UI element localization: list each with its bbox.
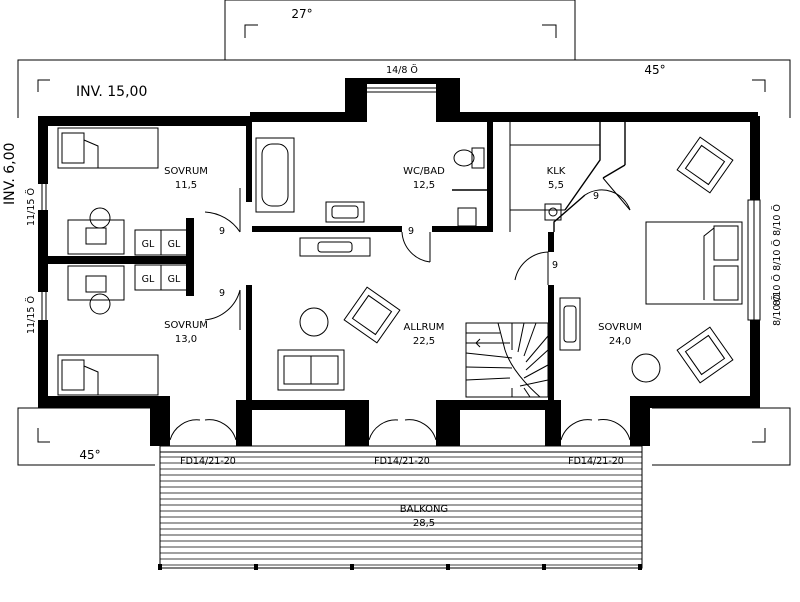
staircase	[465, 322, 549, 398]
window-right-3: 8/10 Ö	[772, 274, 783, 306]
roof-angle-left: 45°	[79, 448, 100, 462]
room-sovrum-top-name: SOVRUM	[164, 166, 208, 177]
door-width-2: 9	[219, 288, 225, 299]
window-right-2: 8/10 Ö	[772, 239, 783, 271]
inv-top: INV. 15,00	[76, 84, 147, 100]
armchair-sovrum-right-top	[676, 136, 734, 194]
door-width-4: 9	[552, 260, 558, 271]
window-top-label: 14/8 Ö	[386, 65, 418, 76]
bed-bottom	[57, 354, 159, 396]
interior-lines	[41, 87, 761, 321]
door-label-1: FD14/21-20	[180, 456, 236, 467]
sink-hall	[299, 237, 371, 257]
room-sovrum-bottom-name: SOVRUM	[164, 320, 208, 331]
window-left-2: 11/15 Ö	[26, 296, 37, 334]
deck-post	[542, 564, 546, 570]
sink-sovrum-right	[559, 297, 581, 351]
roof-angle-right: 45°	[644, 63, 665, 77]
sofa	[277, 349, 345, 391]
room-balkong-area: 28,5	[413, 518, 435, 529]
armchair-sovrum-right-bottom	[676, 326, 734, 384]
door-width-3: 9	[408, 226, 414, 237]
sink-bath	[325, 201, 365, 223]
room-sovrum-top-area: 11,5	[175, 180, 197, 191]
roof-angle-top: 27°	[291, 7, 312, 21]
room-sovrum-right-area: 24,0	[609, 336, 631, 347]
bed-top	[57, 127, 159, 169]
door-swings	[169, 177, 631, 441]
room-klk-area: 5,5	[548, 180, 564, 191]
bed-double	[645, 221, 743, 305]
window-left-1: 11/15 Ö	[26, 188, 37, 226]
bathtub	[255, 137, 295, 213]
armchair-allrum	[343, 286, 401, 344]
room-sovrum-right-name: SOVRUM	[598, 322, 642, 333]
closet-label-3: GL	[142, 274, 155, 285]
round-table-allrum	[299, 307, 329, 337]
deck-post	[254, 564, 258, 570]
deck-post	[158, 564, 162, 570]
door-width-1: 9	[219, 226, 225, 237]
room-wc-area: 12,5	[413, 180, 435, 191]
room-klk-name: KLK	[547, 166, 566, 177]
room-allrum-area: 22,5	[413, 336, 435, 347]
window-right-4: 8/10 Ö	[772, 294, 783, 326]
inv-side: INV. 6,00	[2, 143, 18, 205]
room-balkong-name: BALKONG	[400, 504, 448, 515]
closet-label-4: GL	[168, 274, 181, 285]
room-wc-name: WC/BAD	[403, 166, 445, 177]
room-sovrum-bottom-area: 13,0	[175, 334, 197, 345]
door-label-3: FD14/21-20	[568, 456, 624, 467]
roof-outline	[17, 0, 791, 466]
toilet	[453, 147, 485, 169]
closet-label-1: GL	[142, 239, 155, 250]
desk-top	[67, 207, 125, 255]
window-right-1: 8/10 Ö	[772, 204, 783, 236]
desk-bottom	[67, 265, 125, 315]
furniture	[57, 127, 743, 398]
balcony-deck	[158, 445, 643, 570]
round-table-sovrum	[631, 353, 661, 383]
door-label-2: FD14/21-20	[374, 456, 430, 467]
walls	[38, 78, 760, 446]
deck-post	[638, 564, 642, 570]
closet-label-2: GL	[168, 239, 181, 250]
door-width-5: 9	[593, 191, 599, 202]
deck-post	[350, 564, 354, 570]
labels: 27° 45° 45° INV. 15,00 INV. 6,00 14/8 Ö …	[2, 7, 783, 529]
deck-post	[446, 564, 450, 570]
room-allrum-name: ALLRUM	[404, 322, 445, 333]
